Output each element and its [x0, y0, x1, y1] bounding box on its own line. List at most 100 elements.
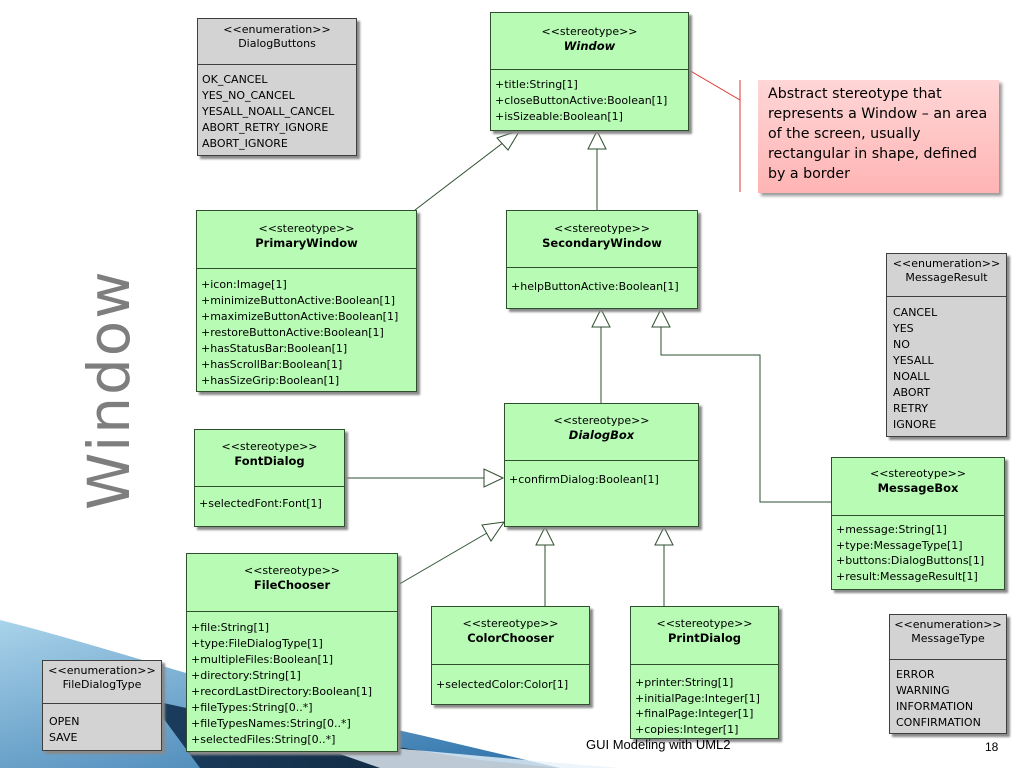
class-attribute: +type:MessageType[1]: [836, 538, 963, 552]
enum-value: SAVE: [49, 731, 78, 744]
class-stereotype: <<stereotype>>: [462, 617, 559, 630]
class-attribute: +finalPage:Integer[1]: [635, 707, 754, 720]
slide-title: Window: [75, 180, 145, 510]
enum-value: YES_NO_CANCEL: [202, 89, 295, 102]
slide-footer: GUI Modeling with UML2: [586, 737, 731, 752]
enum-value: YESALL: [893, 354, 934, 367]
generalization-arrowhead: [587, 129, 607, 150]
class-stereotype: <<stereotype>>: [221, 440, 318, 453]
enum-value: RETRY: [893, 402, 928, 415]
enum-dialogbuttons[interactable]: <<enumeration>> DialogButtons OK_CANCEL …: [197, 18, 357, 156]
class-filechooser[interactable]: <<stereotype>> FileChooser +file:String[…: [186, 553, 398, 752]
generalization-arrowhead: [651, 307, 671, 328]
class-attribute: +hasScrollBar:Boolean[1]: [201, 358, 343, 371]
class-attribute: +hasStatusBar:Boolean[1]: [201, 342, 348, 355]
enum-name: MessageType: [911, 632, 985, 645]
class-attribute: +maximizeButtonActive:Boolean[1]: [201, 310, 399, 323]
enum-value: CANCEL: [893, 306, 938, 319]
class-stereotype: <<stereotype>>: [553, 414, 650, 427]
class-attribute: +restoreButtonActive:Boolean[1]: [201, 326, 384, 339]
class-attribute: +isSizeable:Boolean[1]: [495, 110, 623, 123]
class-attribute: +message:String[1]: [836, 523, 947, 536]
class-attribute: +closeButtonActive:Boolean[1]: [495, 94, 668, 107]
class-attribute: +recordLastDirectory:Boolean[1]: [191, 685, 372, 698]
generalization-primarywindow-window: [414, 135, 513, 211]
class-attribute: +confirmDialog:Boolean[1]: [509, 473, 659, 486]
class-attribute: +fileTypes:String[0..*]: [191, 701, 313, 714]
class-attribute: +hasSizeGrip:Boolean[1]: [201, 374, 340, 387]
class-name: ColorChooser: [467, 631, 554, 645]
class-attribute: +selectedColor:Color[1]: [436, 678, 569, 691]
enum-value: YESALL_NOALL_CANCEL: [202, 105, 335, 118]
enum-stereotype: <<enumeration>>: [223, 23, 331, 36]
class-secondarywindow[interactable]: <<stereotype>> SecondaryWindow +helpButt…: [506, 210, 698, 309]
class-attribute: +title:String[1]: [495, 78, 578, 91]
enum-value: ABORT: [893, 386, 931, 399]
class-attribute: +file:String[1]: [191, 621, 270, 634]
enum-filedialogtype[interactable]: <<enumeration>> FileDialogType OPEN SAVE: [42, 660, 162, 751]
enum-messagetype[interactable]: <<enumeration>> MessageType ERROR WARNIN…: [889, 614, 1007, 734]
class-dialogbox[interactable]: <<stereotype>> DialogBox +confirmDialog:…: [504, 403, 699, 527]
class-printdialog[interactable]: <<stereotype>> PrintDialog +printer:Stri…: [630, 606, 779, 739]
slide-title-text: Window: [75, 269, 143, 510]
class-stereotype: <<stereotype>>: [553, 222, 651, 235]
class-attribute: +helpButtonActive:Boolean[1]: [511, 280, 679, 293]
class-attribute: +selectedFiles:String[0..*]: [191, 733, 336, 746]
generalization-arrowhead: [496, 129, 522, 151]
class-stereotype: <<stereotype>>: [869, 467, 967, 480]
class-attribute: +printer:String[1]: [635, 676, 734, 689]
enum-value: NOALL: [893, 370, 930, 383]
class-attribute: +minimizeButtonActive:Boolean[1]: [201, 294, 396, 307]
class-name: SecondaryWindow: [542, 236, 662, 250]
class-attribute: +copies:Integer[1]: [635, 722, 739, 736]
slide-page-number: 18: [985, 740, 999, 754]
generalization-arrowhead: [654, 525, 674, 546]
generalization-arrowhead: [481, 521, 506, 542]
enum-value: OK_CANCEL: [202, 73, 268, 86]
enum-value: YES: [893, 322, 914, 335]
class-stereotype: <<stereotype>>: [258, 222, 355, 235]
enum-value: ERROR: [896, 668, 935, 681]
enum-value: WARNING: [896, 684, 950, 697]
class-attribute: +buttons:DialogButtons[1]: [836, 554, 985, 567]
class-stereotype: <<stereotype>>: [656, 617, 753, 630]
class-attribute: +initialPage:Integer[1]: [635, 691, 760, 705]
generalization-arrowhead: [591, 307, 611, 328]
enum-value: IGNORE: [893, 418, 937, 431]
enum-value: INFORMATION: [896, 700, 974, 713]
generalization-arrowhead: [483, 468, 505, 488]
class-attribute: +selectedFont:Font[1]: [199, 497, 322, 510]
class-name: PrimaryWindow: [255, 236, 358, 250]
class-attribute: +directory:String[1]: [191, 669, 301, 682]
class-stereotype: <<stereotype>>: [541, 25, 638, 38]
enum-value: ABORT_RETRY_IGNORE: [202, 121, 329, 134]
enum-stereotype: <<enumeration>>: [48, 664, 156, 677]
enum-stereotype: <<enumeration>>: [892, 257, 1001, 270]
enum-name: FileDialogType: [62, 678, 142, 691]
class-name: FontDialog: [234, 454, 305, 468]
class-window[interactable]: <<stereotype>> Window +title:String[1] +…: [490, 12, 689, 131]
class-name: Window: [563, 39, 616, 53]
class-name: MessageBox: [877, 481, 959, 495]
class-name: FileChooser: [253, 578, 331, 592]
class-attribute: +icon:Image[1]: [201, 278, 287, 291]
enum-value: OPEN: [49, 715, 80, 728]
class-primarywindow[interactable]: <<stereotype>> PrimaryWindow +icon:Image…: [196, 210, 417, 392]
class-stereotype: <<stereotype>>: [243, 564, 341, 577]
enum-value: ABORT_IGNORE: [202, 137, 288, 150]
generalization-arrowhead: [535, 525, 555, 546]
generalization-messagebox-secondarywindow: [660, 327, 831, 503]
enum-value: CONFIRMATION: [896, 716, 981, 729]
class-attribute: +fileTypesNames:String[0..*]: [191, 717, 351, 730]
enum-messageresult[interactable]: <<enumeration>> MessageResult CANCEL YES…: [886, 253, 1007, 437]
class-attribute: +type:FileDialogType[1]: [191, 637, 323, 650]
note-window-description[interactable]: Abstract stereotype that represents a Wi…: [758, 80, 999, 193]
class-colorchooser[interactable]: <<stereotype>> ColorChooser +selectedCol…: [431, 606, 590, 705]
enum-name: DialogButtons: [238, 37, 316, 50]
enum-name: MessageResult: [905, 271, 988, 284]
generalization-filechooser-dialogbox: [395, 532, 488, 587]
class-fontdialog[interactable]: <<stereotype>> FontDialog +selectedFont:…: [194, 429, 345, 527]
class-messagebox[interactable]: <<stereotype>> MessageBox +message:Strin…: [831, 457, 1005, 590]
enum-stereotype: <<enumeration>>: [894, 618, 1002, 631]
